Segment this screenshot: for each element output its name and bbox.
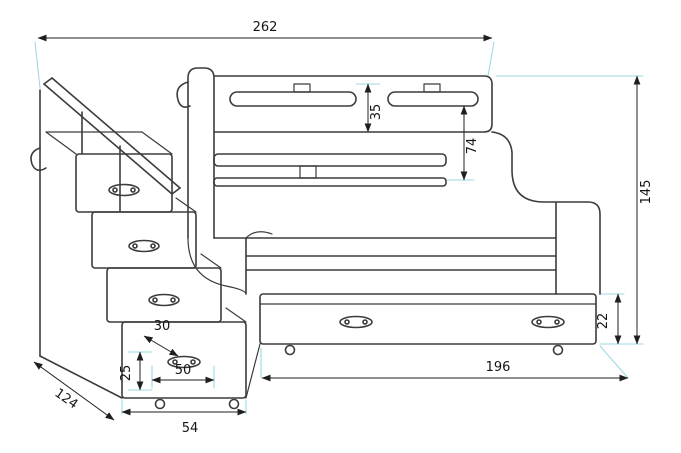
shelf-divider (299, 165, 317, 179)
label-overall-width: 262 (253, 20, 278, 35)
guardrail-panel (213, 75, 493, 133)
drawer-handle-icon (339, 315, 373, 329)
wall-hook (30, 147, 47, 172)
drawer-caster (284, 344, 296, 356)
label-bed-depth: 124 (52, 386, 81, 413)
bed-structure (30, 67, 601, 410)
stair-caster (228, 398, 240, 410)
step-drawer-4 (121, 321, 247, 399)
label-step-inset: 25 (119, 365, 134, 382)
guardrail-slot-right (387, 91, 479, 107)
stair-base-diagonal (39, 355, 123, 399)
label-drawer-width: 196 (486, 360, 511, 375)
guardrail-slot-left (229, 91, 357, 107)
footboard-panel (559, 201, 601, 295)
label-step-depth: 30 (154, 319, 171, 334)
step-drawer-2 (91, 211, 197, 269)
label-stair-width: 54 (182, 421, 199, 436)
label-overall-height: 145 (639, 180, 654, 205)
underbed-drawer (245, 293, 597, 399)
front-post-curve (187, 237, 247, 295)
dimension-lines (33, 34, 641, 421)
dim-bed-depth (33, 361, 115, 421)
label-rail-to-shelf: 74 (465, 138, 480, 155)
step-drawer-1 (75, 153, 173, 213)
drawer-caster (552, 344, 564, 356)
lower-bunk (187, 201, 601, 295)
mattress-curve (245, 231, 273, 239)
drawer-handle-icon (531, 315, 565, 329)
dimension-labels: 262 145 22 196 54 124 35 74 30 25 50 (52, 20, 654, 436)
headboard-panel (187, 67, 215, 239)
dim-step-depth (143, 335, 179, 357)
label-top-rail-height: 35 (369, 104, 384, 121)
headboard-hook (176, 81, 191, 108)
guardrail-clip (423, 83, 441, 93)
stair-caster (154, 398, 166, 410)
shelf-board-bottom (213, 177, 447, 187)
depth-line (245, 343, 261, 399)
label-handle-width: 50 (175, 363, 192, 378)
handrail (43, 77, 181, 213)
label-drawer-height: 22 (596, 313, 611, 330)
extension-lines (34, 41, 644, 415)
stair-treads (45, 131, 247, 323)
guardrail-clip (293, 83, 311, 93)
staircase (30, 77, 247, 410)
upper-bunk (176, 67, 561, 239)
shelf-unit (213, 153, 447, 187)
side-curve (491, 131, 561, 203)
shelf-board-top (213, 153, 447, 167)
